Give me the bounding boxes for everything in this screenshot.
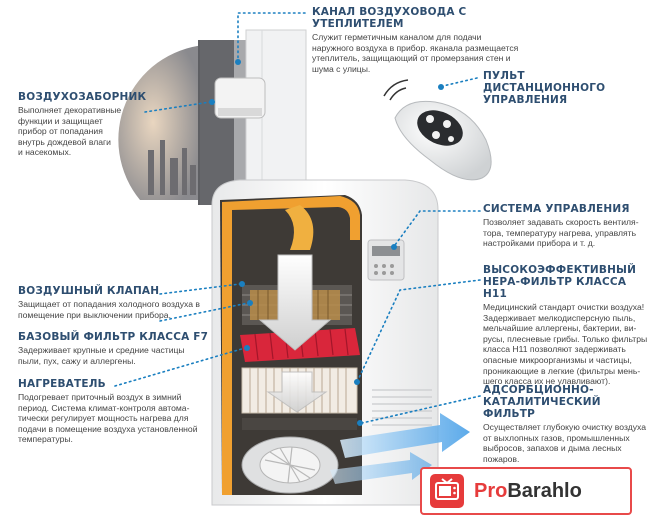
text-line: пыли, пух, сажу и аллергены. bbox=[18, 355, 136, 366]
label-valve-text: Защищает от попадания холодного воздуха … bbox=[18, 299, 218, 320]
label-heater-text: Подогревает приточный воздух в зимний пе… bbox=[18, 392, 218, 445]
air-flow-arrow bbox=[258, 254, 332, 413]
title-line: АДСОРБЦИОННО- bbox=[483, 384, 594, 396]
text-line: Выполняет декоративные bbox=[18, 105, 122, 115]
air-intake-hood bbox=[214, 77, 266, 119]
label-intake-text: Выполняет декоративные функции и защищае… bbox=[18, 105, 148, 158]
title-line: УПРАВЛЕНИЯ bbox=[483, 94, 568, 106]
text-line: прибор от попадания bbox=[18, 126, 103, 137]
label-basic-filter-text: Задерживает крупные и средние частицы пы… bbox=[18, 345, 218, 366]
label-remote: ПУЛЬТ ДИСТАНЦИОННОГО УПРАВЛЕНИЯ bbox=[483, 70, 643, 106]
text-line: функции и защищает bbox=[18, 115, 103, 126]
text-line: настройками прибора и т. д. bbox=[483, 238, 596, 249]
text-line: Защищает от попадания холодного воздуха … bbox=[18, 299, 200, 309]
text-line: русы, плесневые грибы. Только фильтры bbox=[483, 333, 648, 344]
text-line: шума с улицы. bbox=[312, 63, 371, 74]
text-line: мельчайшие аллергены, бактерии, ви- bbox=[483, 323, 637, 334]
text-line: помещение при выключении прибора. bbox=[18, 309, 171, 320]
label-channel: КАНАЛ ВОЗДУХОВОДА С УТЕПЛИТЕЛЕМ Служит г… bbox=[312, 6, 542, 74]
text-line: наружного воздуха в прибор. яканала разм… bbox=[312, 42, 519, 53]
text-line: опасные микроорганизмы и частицы, bbox=[483, 354, 632, 365]
label-channel-title: КАНАЛ ВОЗДУХОВОДА С УТЕПЛИТЕЛЕМ bbox=[312, 6, 467, 30]
label-intake-title: ВОЗДУХОЗАБОРНИК bbox=[18, 91, 147, 103]
text-line: шего класса их не улавливают). bbox=[483, 376, 611, 387]
text-line: выбросов, запахов и дыма лесных bbox=[483, 443, 622, 454]
text-line: период. Система климат-контроля автома- bbox=[18, 402, 190, 413]
title-line: КАТАЛИТИЧЕСКИЙ ФИЛЬТР bbox=[483, 396, 601, 420]
fan bbox=[241, 436, 339, 494]
text-line: Задерживает мелкодисперсную пыль, bbox=[483, 312, 636, 323]
label-hepa-text: Медицинский стандарт очистки воздуха! За… bbox=[483, 302, 648, 387]
label-adsorb-title: АДСОРБЦИОННО- КАТАЛИТИЧЕСКИЙ ФИЛЬТР bbox=[483, 384, 648, 420]
remote-control bbox=[383, 79, 492, 181]
label-heater: НАГРЕВАТЕЛЬ Подогревает приточный воздух… bbox=[18, 378, 218, 445]
adsorption-filter bbox=[242, 418, 357, 430]
label-adsorb: АДСОРБЦИОННО- КАТАЛИТИЧЕСКИЙ ФИЛЬТР Осущ… bbox=[483, 384, 648, 464]
title-line: ВЫСОКОЭФФЕКТИВНЫЙ bbox=[483, 264, 637, 276]
watermark-badge: ProBarahlo bbox=[420, 467, 632, 515]
label-control: СИСТЕМА УПРАВЛЕНИЯ Позволяет задавать ск… bbox=[483, 203, 648, 249]
label-channel-text: Служит герметичным каналом для подачи на… bbox=[312, 32, 542, 74]
text-line: подачи в помещение воздуха установленной bbox=[18, 423, 198, 434]
outdoor-view bbox=[118, 45, 205, 200]
label-heater-title: НАГРЕВАТЕЛЬ bbox=[18, 378, 106, 390]
leader-dots bbox=[209, 59, 444, 426]
text-line: тора, температуру нагрева, управлять bbox=[483, 227, 637, 238]
watermark-text: ProBarahlo bbox=[474, 480, 582, 503]
title-line: НЕРА-ФИЛЬТР КЛАССА Н11 bbox=[483, 276, 627, 300]
outflow-arrow bbox=[330, 413, 470, 484]
leader-lines bbox=[114, 12, 481, 424]
text-line: Подогревает приточный воздух в зимний bbox=[18, 392, 182, 402]
text-line: Задерживает крупные и средние частицы bbox=[18, 345, 185, 355]
label-remote-title: ПУЛЬТ ДИСТАНЦИОННОГО УПРАВЛЕНИЯ bbox=[483, 70, 643, 106]
tv-icon bbox=[430, 474, 464, 508]
text-line: утеплитель, защищающий от промерзания ст… bbox=[312, 53, 511, 64]
text-line: внутрь дождевой влаги bbox=[18, 136, 111, 147]
text-line: пожаров. bbox=[483, 453, 520, 464]
label-control-text: Позволяет задавать скорость вентиля- тор… bbox=[483, 217, 648, 249]
watermark-part2: Barahlo bbox=[507, 479, 582, 502]
text-line: тически регулирует мощность нагрева для bbox=[18, 413, 189, 424]
text-line: Позволяет задавать скорость вентиля- bbox=[483, 217, 639, 227]
text-line: и насекомых. bbox=[18, 147, 72, 158]
text-line: Осуществляет глубокую очистку воздуха bbox=[483, 422, 646, 432]
label-control-title: СИСТЕМА УПРАВЛЕНИЯ bbox=[483, 203, 630, 215]
text-line: Служит герметичным каналом для подачи bbox=[312, 32, 482, 42]
label-basic-filter-title: БАЗОВЫЙ ФИЛЬТР КЛАССА F7 bbox=[18, 331, 209, 343]
label-hepa-title: ВЫСОКОЭФФЕКТИВНЫЙ НЕРА-ФИЛЬТР КЛАССА Н11 bbox=[483, 264, 648, 300]
text-line: от выхлопных газов, промышленных bbox=[483, 432, 630, 443]
label-intake: ВОЗДУХОЗАБОРНИК Выполняет декоративные ф… bbox=[18, 91, 148, 158]
text-line: Медицинский стандарт очистки воздуха! bbox=[483, 302, 645, 312]
text-line: класса Н11 позволяют задерживать bbox=[483, 344, 626, 355]
title-line: ПУЛЬТ ДИСТАНЦИОННОГО bbox=[483, 70, 606, 94]
label-hepa: ВЫСОКОЭФФЕКТИВНЫЙ НЕРА-ФИЛЬТР КЛАССА Н11… bbox=[483, 264, 648, 387]
watermark-part1: Pro bbox=[474, 479, 508, 502]
label-valve: ВОЗДУШНЫЙ КЛАПАН Защищает от попадания х… bbox=[18, 285, 218, 320]
label-basic-filter: БАЗОВЫЙ ФИЛЬТР КЛАССА F7 Задерживает кру… bbox=[18, 331, 218, 366]
text-line: проникающие в легкие (фильтры мень- bbox=[483, 365, 641, 376]
label-valve-title: ВОЗДУШНЫЙ КЛАПАН bbox=[18, 285, 160, 297]
label-adsorb-text: Осуществляет глубокую очистку воздуха от… bbox=[483, 422, 648, 464]
text-line: температуры. bbox=[18, 434, 73, 445]
